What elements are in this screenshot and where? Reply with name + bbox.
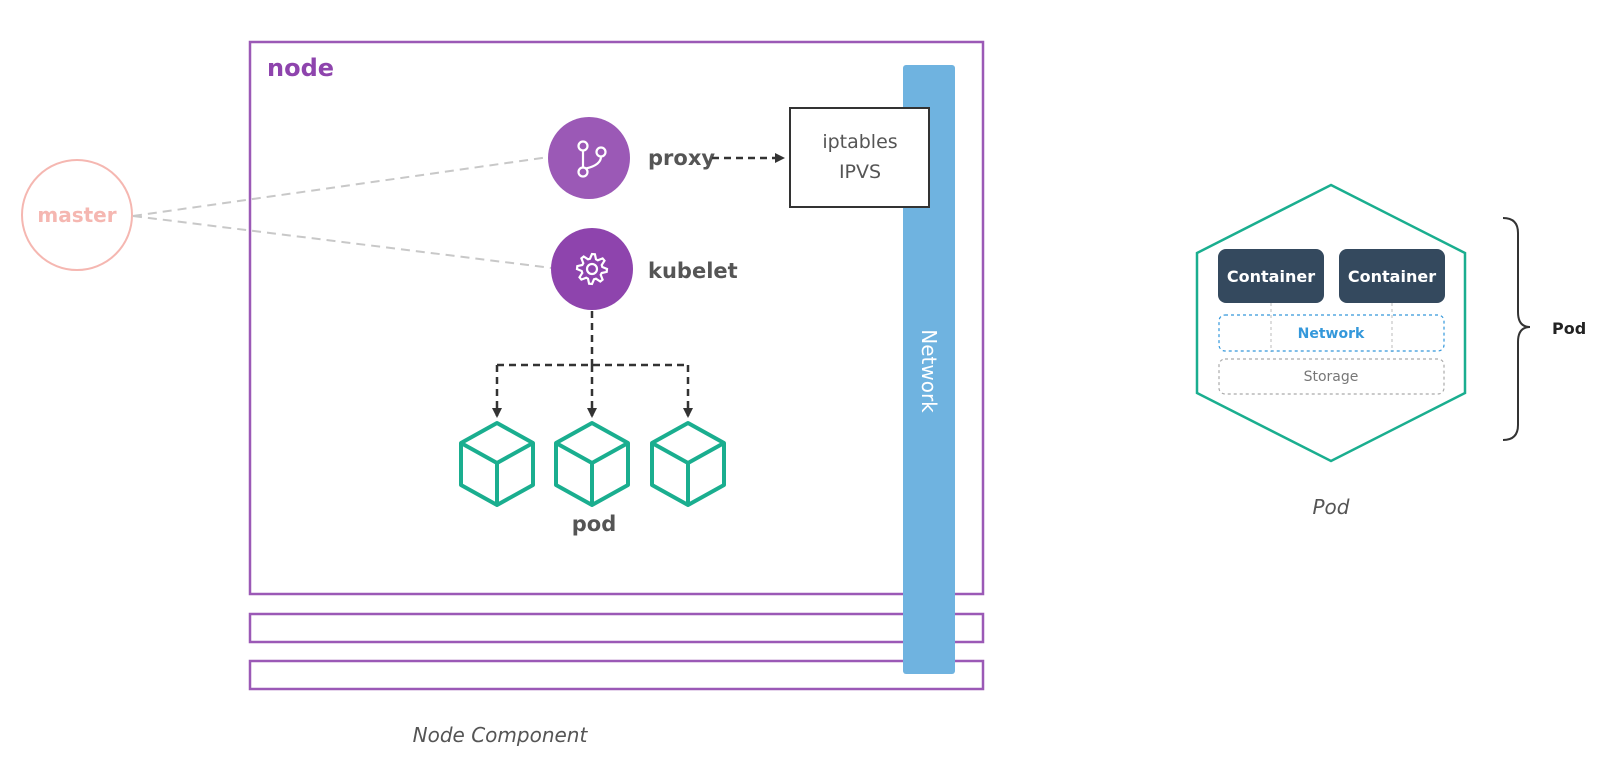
git-branch-icon [577, 140, 607, 178]
node-label: node [267, 54, 334, 82]
master-label: master [37, 203, 116, 227]
container-box-1 [1218, 249, 1324, 303]
network-bar [903, 65, 955, 674]
container-label-1: Container [1227, 267, 1315, 286]
proxy-label: proxy [648, 146, 715, 170]
node-diagram: node Network master proxy iptables IPVS [21, 40, 985, 747]
network-bar-label: Network [917, 329, 941, 413]
pod-storage-label: Storage [1304, 369, 1359, 385]
node-caption: Node Component [413, 723, 589, 747]
master-proxy-link [132, 156, 550, 217]
pod-brace-label: Pod [1552, 319, 1586, 338]
cube-icon [459, 421, 535, 507]
pod-diagram: Container Container Network Storage Pod … [1195, 183, 1586, 519]
pod-cubes [459, 421, 726, 507]
pod-network-label: Network [1298, 326, 1365, 342]
gear-icon [575, 252, 609, 286]
iptables-label: iptables [822, 131, 897, 153]
iptables-box [789, 107, 930, 208]
proxy-circle [548, 117, 630, 199]
container-label-2: Container [1348, 267, 1436, 286]
pod-storage-box [1218, 358, 1445, 395]
cube-icon [554, 421, 630, 507]
kubelet-label: kubelet [648, 259, 738, 283]
master-node [21, 159, 133, 271]
ipvs-label: IPVS [839, 161, 881, 183]
pod-hexagon [1195, 183, 1467, 463]
node-box-stacked-1 [248, 612, 985, 644]
pod-brace [1502, 217, 1531, 441]
cube-icon [650, 421, 726, 507]
pod-label: pod [572, 512, 617, 536]
pod-caption: Pod [1313, 495, 1350, 519]
node-box-stacked-2 [248, 659, 985, 691]
container-box-2 [1339, 249, 1445, 303]
master-kubelet-link [132, 215, 553, 269]
pod-network-box [1218, 314, 1445, 352]
node-box [248, 40, 985, 596]
kubelet-circle [551, 228, 633, 310]
kubelet-to-pods-arrows [492, 311, 693, 418]
